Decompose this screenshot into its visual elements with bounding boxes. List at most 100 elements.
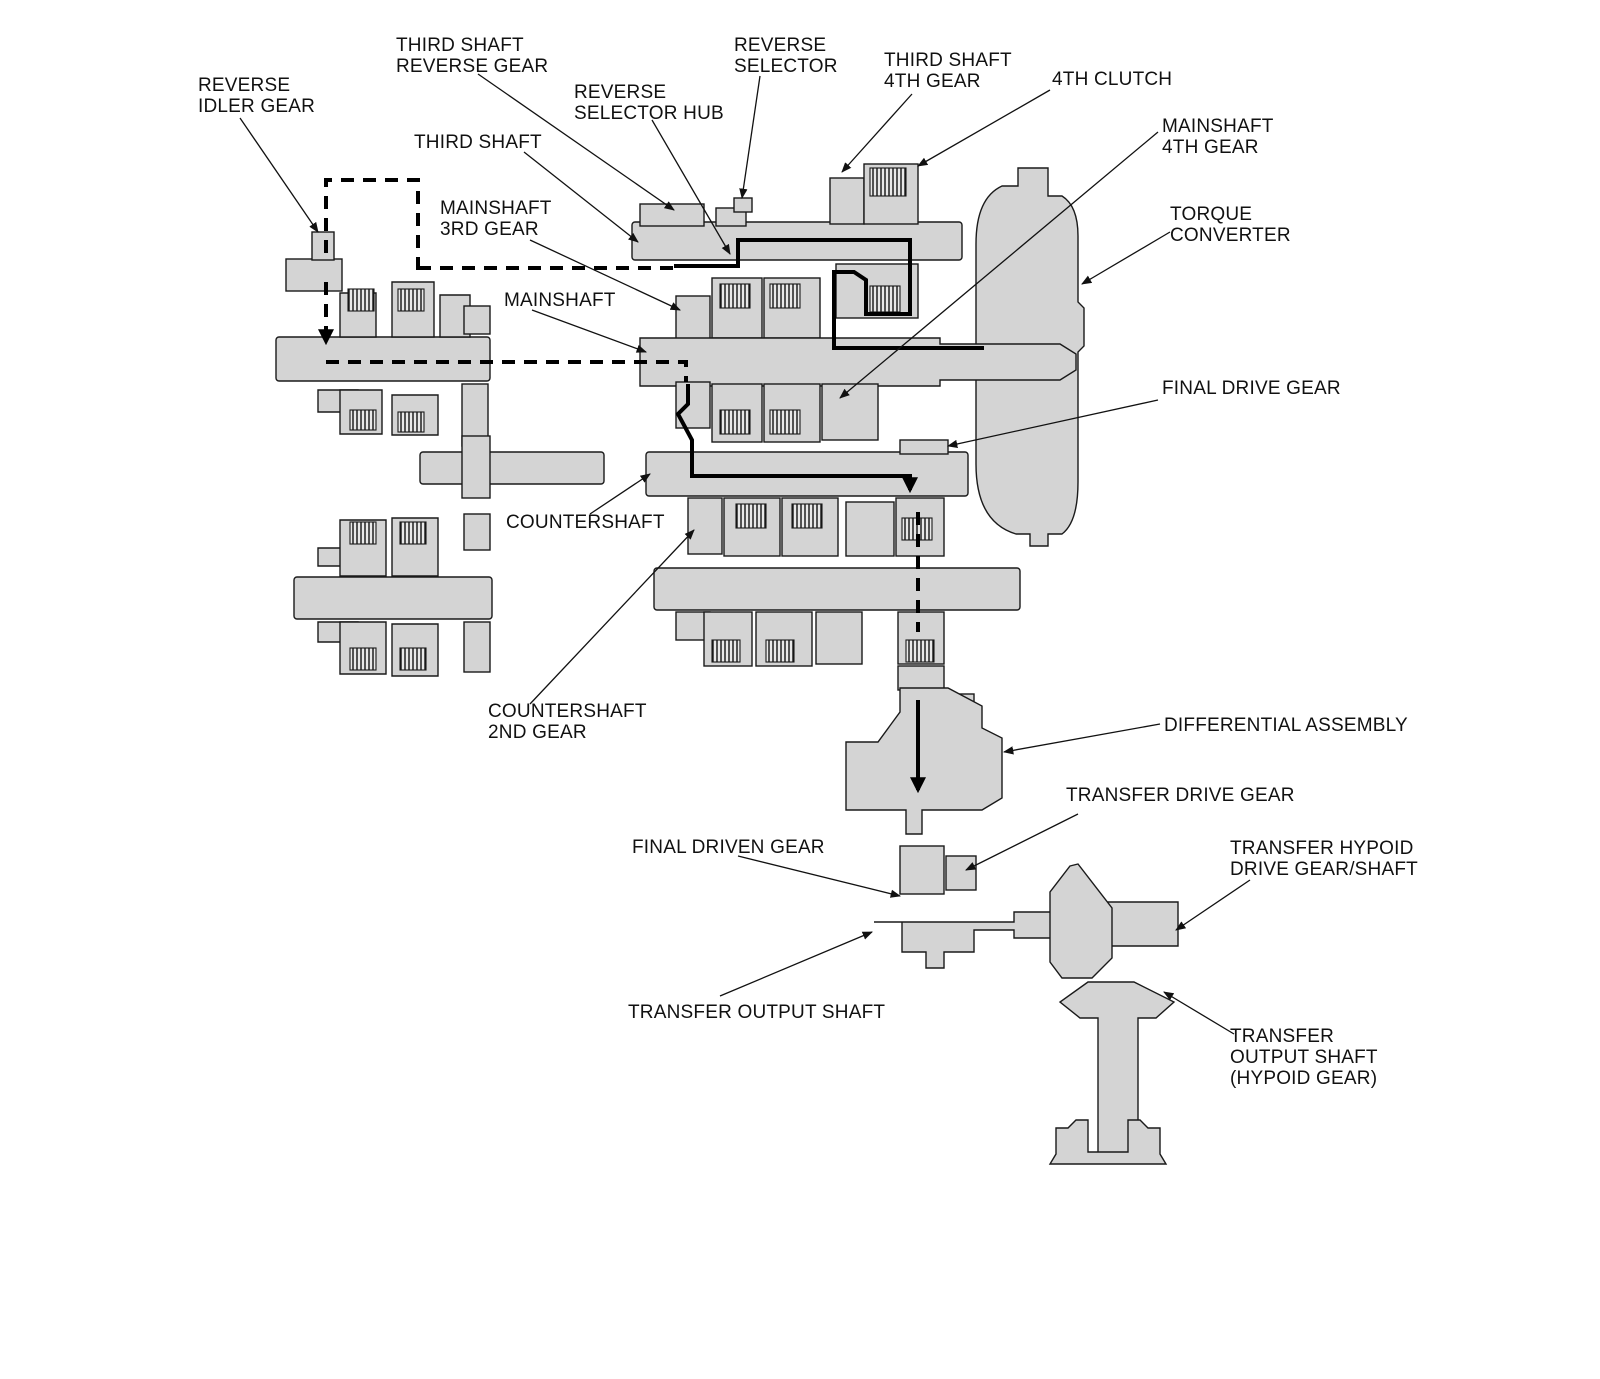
label-third-shaft-4th-gear: THIRD SHAFT 4TH GEAR	[884, 50, 1017, 92]
label-line: REVERSE	[574, 82, 666, 103]
countershaft-clutch-pack-2	[791, 503, 823, 529]
countershaft-clutch-pack-1	[735, 503, 767, 529]
reverse-selector	[733, 197, 753, 213]
leader-differential-assembly	[1002, 723, 1161, 755]
secondary-clutch-pack-3	[905, 639, 935, 663]
reverse-idler-gear-body	[285, 258, 343, 292]
mainshaft-4th-gear	[821, 383, 879, 441]
leader-mainshaft	[531, 309, 647, 353]
leader-lines	[239, 73, 1251, 1035]
leader-reverse-selector	[739, 75, 761, 200]
left-upper-clutch-pack-2	[397, 288, 425, 312]
secondary-clutch-pack-1	[711, 639, 741, 663]
label-line: DIFFERENTIAL ASSEMBLY	[1164, 715, 1408, 736]
label-line: REVERSE GEAR	[396, 56, 548, 77]
label-line: THIRD SHAFT	[396, 35, 524, 56]
leader-mainshaft-4th-gear	[839, 131, 1159, 399]
label-final-driven-gear: FINAL DRIVEN GEAR	[632, 837, 825, 858]
label-line: COUNTERSHAFT	[506, 512, 665, 533]
label-line: 2ND GEAR	[488, 722, 587, 743]
left-middle-shaft-assembly	[419, 435, 605, 499]
label-line: TRANSFER OUTPUT SHAFT	[628, 1002, 885, 1023]
label-line: TORQUE	[1170, 204, 1252, 225]
label-transfer-output-shaft: TRANSFER OUTPUT SHAFT	[628, 1002, 885, 1023]
callout-labels: REVERSE IDLER GEAR THIRD SHAFT REVERSE G…	[198, 35, 1419, 1089]
leader-countershaft-2nd-gear	[529, 529, 695, 705]
left-middle-gear	[461, 435, 491, 499]
left-lower-clutch-pack-4	[399, 647, 427, 671]
label-countershaft: COUNTERSHAFT	[506, 512, 665, 533]
leader-final-drive-gear	[946, 399, 1159, 449]
label-line: 3RD GEAR	[440, 219, 539, 240]
differential-housing	[845, 687, 1003, 835]
left-upper-flange	[463, 305, 491, 335]
leader-transfer-drive-gear	[965, 813, 1079, 871]
countershaft-2nd-gear	[687, 497, 723, 555]
label-reverse-idler-gear: REVERSE IDLER GEAR	[198, 75, 315, 117]
left-lower-clutch-pack-1	[349, 521, 377, 545]
leader-transfer-hypoid-drive-gear-shaft	[1175, 879, 1251, 931]
label-transfer-drive-gear: TRANSFER DRIVE GEAR	[1066, 785, 1295, 806]
transfer-hypoid-drive-gear	[1049, 863, 1113, 979]
drive-flow-solid-lower	[675, 384, 918, 494]
label-reverse-selector: REVERSE SELECTOR	[734, 35, 838, 77]
label-line: COUNTERSHAFT	[488, 701, 647, 722]
left-upper-clutch-pack-3	[349, 409, 377, 431]
leader-final-driven-gear	[737, 855, 902, 898]
transfer-drive-gear	[945, 855, 977, 891]
secondary-clutch-pack-2	[765, 639, 795, 663]
label-transfer-output-shaft-hypoid-gear: TRANSFER OUTPUT SHAFT (HYPOID GEAR)	[1230, 1026, 1383, 1089]
leader-transfer-output-shaft-hypoid-gear	[1163, 991, 1235, 1035]
left-middle-shaft	[419, 451, 605, 485]
reverse-idler-gear-hub	[311, 231, 335, 261]
label-reverse-selector-hub: REVERSE SELECTOR HUB	[574, 82, 724, 124]
label-line: TRANSFER	[1230, 1026, 1334, 1047]
leader-transfer-output-shaft	[719, 931, 873, 997]
label-line: MAINSHAFT	[504, 290, 616, 311]
secondary-shaft-assembly	[653, 567, 1021, 667]
left-upper-shaft	[275, 336, 491, 382]
fourth-clutch-pack	[869, 167, 907, 197]
label-final-drive-gear: FINAL DRIVE GEAR	[1162, 378, 1341, 399]
secondary-shaft	[653, 567, 1021, 611]
label-mainshaft: MAINSHAFT	[504, 290, 616, 311]
label-third-shaft: THIRD SHAFT	[414, 132, 542, 153]
label-fourth-clutch: 4TH CLUTCH	[1052, 69, 1172, 90]
left-lower-flange	[463, 513, 491, 551]
label-line: 4TH GEAR	[884, 71, 981, 92]
left-upper-clutch-pack-4	[397, 411, 425, 433]
drive-flow-solid-top	[674, 238, 984, 350]
label-line: THIRD SHAFT	[884, 50, 1012, 71]
label-line: THIRD SHAFT	[414, 132, 542, 153]
countershaft-gear-d	[845, 501, 895, 557]
reverse-flow-dashed-loop	[324, 178, 420, 270]
transfer-assembly	[874, 845, 1179, 1165]
mainshaft-clutch-pack-2	[769, 283, 801, 309]
label-line: FINAL DRIVE GEAR	[1162, 378, 1341, 399]
transfer-output-shaft	[874, 901, 1179, 969]
leader-countershaft	[589, 473, 651, 515]
label-transfer-hypoid-drive-gear-shaft: TRANSFER HYPOID DRIVE GEAR/SHAFT	[1230, 838, 1419, 880]
final-driven-gear	[899, 845, 945, 895]
leader-torque-converter	[1081, 231, 1171, 285]
left-lower-end-gear	[463, 621, 491, 673]
left-lower-gear-assembly	[293, 513, 493, 677]
label-line: CONVERTER	[1170, 225, 1291, 246]
label-line: TRANSFER DRIVE GEAR	[1066, 785, 1295, 806]
leader-mainshaft-3rd-gear	[529, 239, 681, 311]
differential-assembly	[845, 665, 1003, 835]
label-line: FINAL DRIVEN GEAR	[632, 837, 825, 858]
label-line: (HYPOID GEAR)	[1230, 1068, 1377, 1089]
label-line: IDLER GEAR	[198, 96, 315, 117]
mainshaft-clutch-pack-3	[719, 409, 751, 435]
label-line: MAINSHAFT	[1162, 116, 1274, 137]
leader-third-shaft-reverse-gear	[477, 73, 675, 211]
label-mainshaft-4th-gear: MAINSHAFT 4TH GEAR	[1162, 116, 1279, 158]
differential-top-gear	[897, 665, 945, 691]
leader-third-shaft-4th-gear	[841, 93, 913, 173]
secondary-gear-d	[815, 611, 863, 665]
reverse-flow-dashed-mainshaft	[326, 360, 688, 382]
leader-reverse-idler-gear	[239, 117, 319, 233]
label-line: 4TH GEAR	[1162, 137, 1259, 158]
